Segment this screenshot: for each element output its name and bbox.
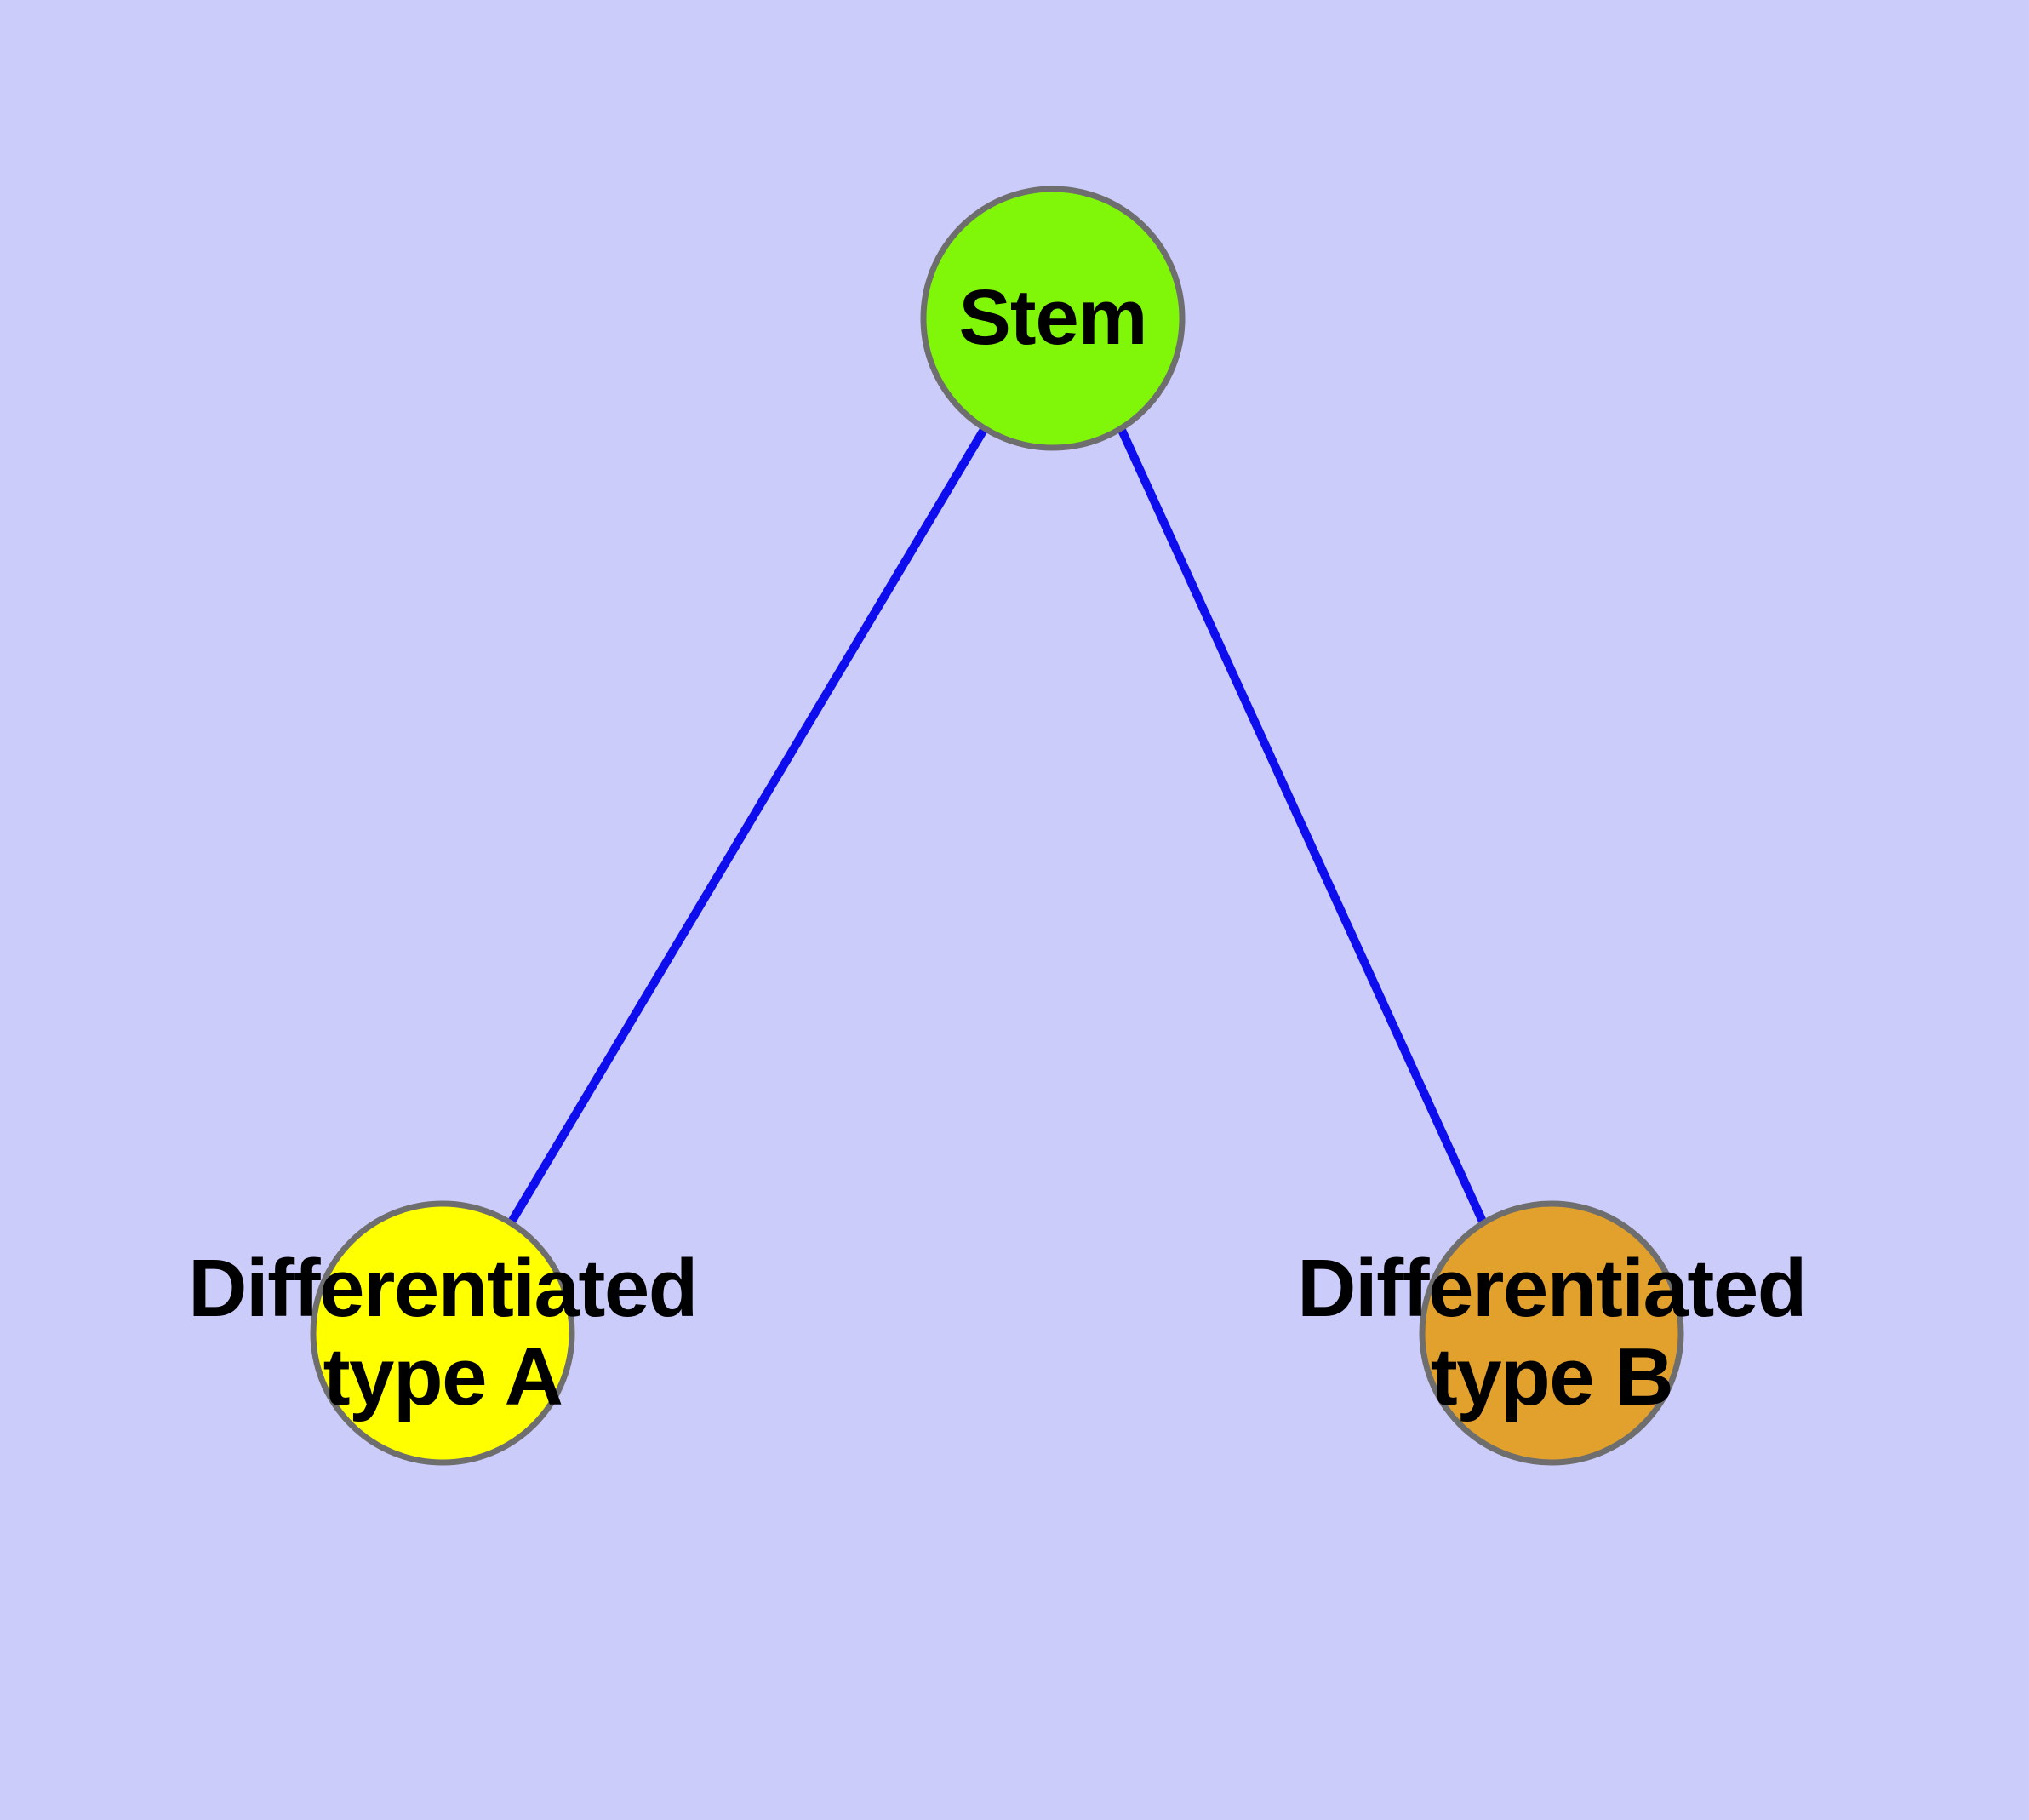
edge-stem-to-differentiated-type-b — [1117, 426, 1488, 1226]
node-differentiated-type-b[interactable] — [1419, 1200, 1684, 1466]
edge-stem-to-differentiated-type-a — [506, 426, 989, 1226]
node-stem[interactable] — [920, 186, 1186, 451]
node-differentiated-type-a[interactable] — [310, 1200, 575, 1466]
